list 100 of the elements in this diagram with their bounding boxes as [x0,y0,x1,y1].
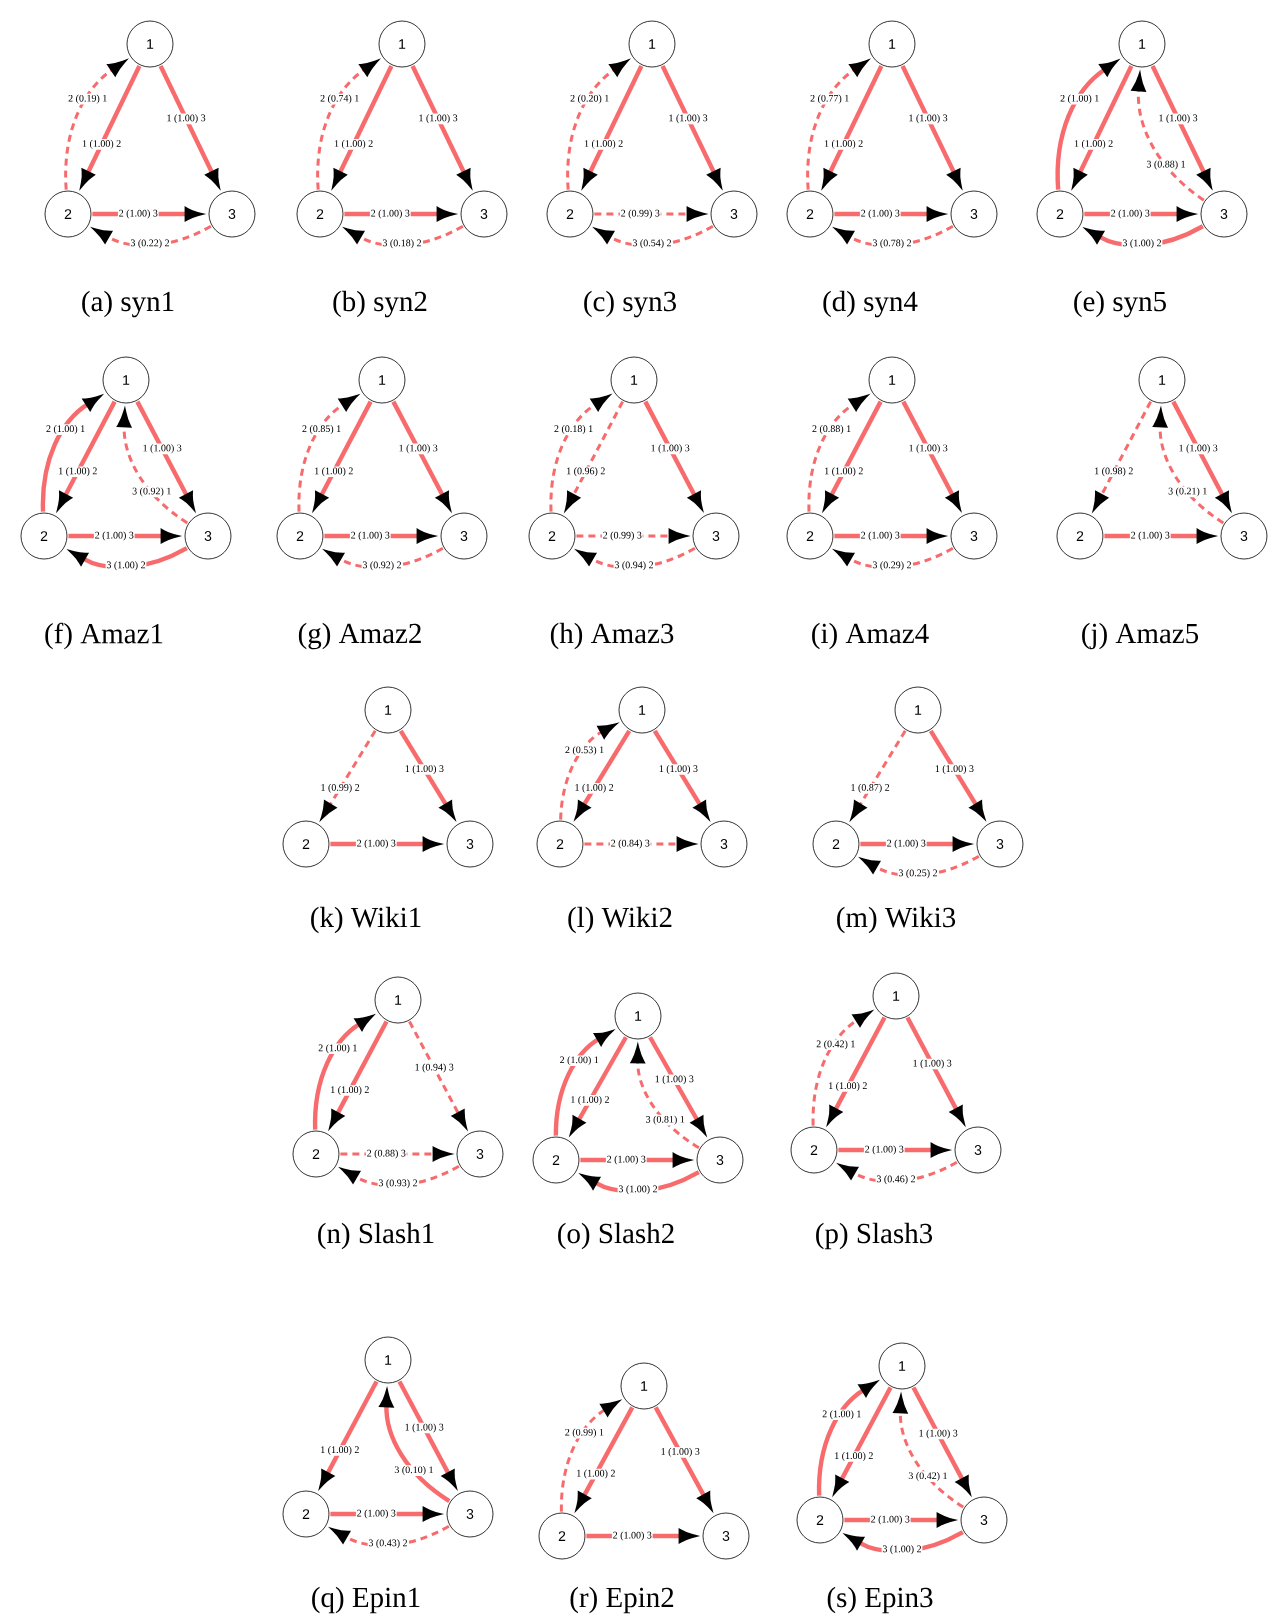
arrow [380,1392,451,1503]
arrow [57,400,117,508]
arrow [326,546,444,569]
arrow [391,400,451,508]
arrow [312,1016,371,1130]
subfigure-caption: (d) syn4 [823,290,918,318]
arrow [321,730,377,819]
arrow [1153,410,1225,525]
arrow [1150,65,1212,185]
subfigure-caption: (h) Amaz3 [550,622,674,650]
arrow [330,1507,438,1521]
arrow [811,1011,871,1126]
arrow [905,1016,964,1122]
arrow [578,546,696,569]
arrow [71,546,188,570]
arrow [1087,224,1204,248]
subfigure-caption: (r) Epin2 [570,1586,674,1614]
arrow [313,400,373,508]
arrow [576,1406,635,1508]
arrow [582,65,644,185]
arrow [92,207,200,221]
arrow [653,1406,712,1508]
arrow [630,1046,700,1149]
subfigure-caption: (k) Wiki1 [311,906,421,934]
arrow [834,1386,893,1492]
subfigure-caption: (o) Slash2 [558,1222,674,1250]
arrow [596,224,714,247]
subfigure-caption: (i) Amaz4 [812,622,929,650]
arrow [847,1530,964,1554]
arrow [860,837,968,851]
arrow [838,1143,946,1157]
arrow [559,723,616,820]
arrow [851,730,907,819]
arrow [648,1036,705,1133]
arrow [332,65,394,185]
arrow [823,400,883,508]
arrow [135,400,195,508]
arrow [594,207,704,221]
arrow [332,1524,450,1547]
arrow [576,529,686,543]
arrow [1084,207,1192,221]
arrow [1131,74,1205,202]
arrow [834,207,942,221]
arrow [553,1031,611,1136]
arrow [316,60,378,190]
arrow [660,65,722,185]
arrow [324,529,432,543]
arrow [410,65,472,185]
arrow [408,1020,467,1128]
subfigure-caption: (m) Wiki3 [837,906,956,934]
arrow [893,1396,965,1509]
arrow [1104,529,1212,543]
arrow [570,1036,628,1133]
subfigure-caption: (j) Amaz5 [1082,622,1199,650]
subfigure-caption: (l) Wiki2 [568,906,672,934]
arrow [836,546,954,569]
arrow [822,65,884,185]
arrow [911,1386,970,1492]
arrow [928,729,985,817]
arrow [834,529,942,543]
subfigure-caption: (n) Slash1 [318,1222,434,1250]
arrow [900,65,962,185]
arrow [549,395,609,512]
arrow [836,224,954,247]
arrow [344,207,452,221]
arrow [901,400,961,508]
subfigure-caption: (b) syn2 [333,290,427,318]
subfigure-caption: (p) Slash3 [816,1222,933,1250]
arrow [64,60,126,190]
arrow [807,395,867,512]
arrow [1055,61,1116,190]
subfigure-caption: (q) Epin1 [312,1586,420,1614]
arrow [117,410,189,525]
arrow [342,1164,460,1187]
subfigure-caption: (f) Amaz1 [45,622,163,650]
arrow [565,400,624,510]
arrow [346,224,464,247]
arrow [40,396,99,512]
arrow [158,65,220,185]
arrow [397,1380,456,1486]
arrow [320,1380,379,1486]
arrow [297,395,357,512]
arrow [862,854,980,877]
arrow [1093,400,1152,510]
arrow [844,1513,952,1527]
arrow [652,729,709,817]
arrow [828,1016,887,1122]
arrow [340,1147,450,1161]
arrow [580,1153,688,1167]
arrow [806,60,868,190]
arrow [398,729,455,817]
arrow [643,400,703,508]
arrow [586,1529,694,1543]
arrow [575,729,632,817]
subfigure-caption: (e) syn5 [1074,290,1166,318]
arrow [330,837,438,851]
arrow [1171,400,1230,508]
arrow [583,1170,700,1194]
arrow [840,1160,958,1183]
arrow [566,60,628,190]
